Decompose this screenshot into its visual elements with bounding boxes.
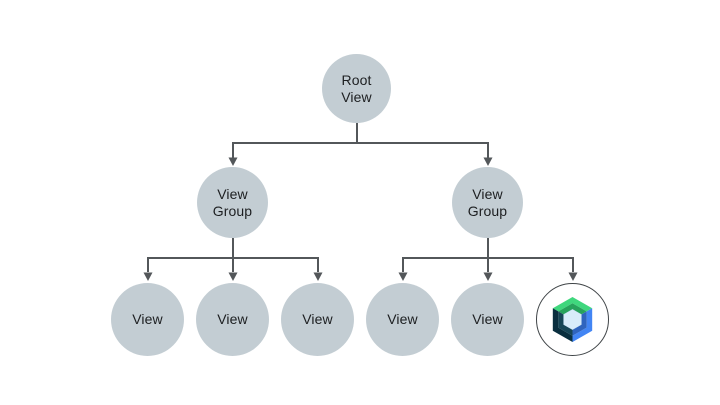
node-view-2-label: View — [217, 311, 248, 327]
node-view-4: View — [366, 283, 439, 356]
node-view-2: View — [196, 283, 269, 356]
node-view-3: View — [281, 283, 354, 356]
node-compose — [536, 283, 609, 356]
node-view-3-label: View — [302, 311, 333, 327]
node-view-1: View — [111, 283, 184, 356]
node-view-group-left: View Group — [197, 167, 268, 238]
node-root-view-label: Root View — [341, 71, 372, 105]
node-root-view: Root View — [322, 54, 391, 123]
node-view-1-label: View — [132, 311, 163, 327]
node-view-5-label: View — [472, 311, 503, 327]
node-view-group-right: View Group — [452, 167, 523, 238]
node-view-4-label: View — [387, 311, 418, 327]
node-view-group-left-label: View Group — [212, 185, 253, 219]
node-view-5: View — [451, 283, 524, 356]
jetpack-compose-icon — [552, 297, 593, 342]
node-view-group-right-label: View Group — [467, 185, 508, 219]
